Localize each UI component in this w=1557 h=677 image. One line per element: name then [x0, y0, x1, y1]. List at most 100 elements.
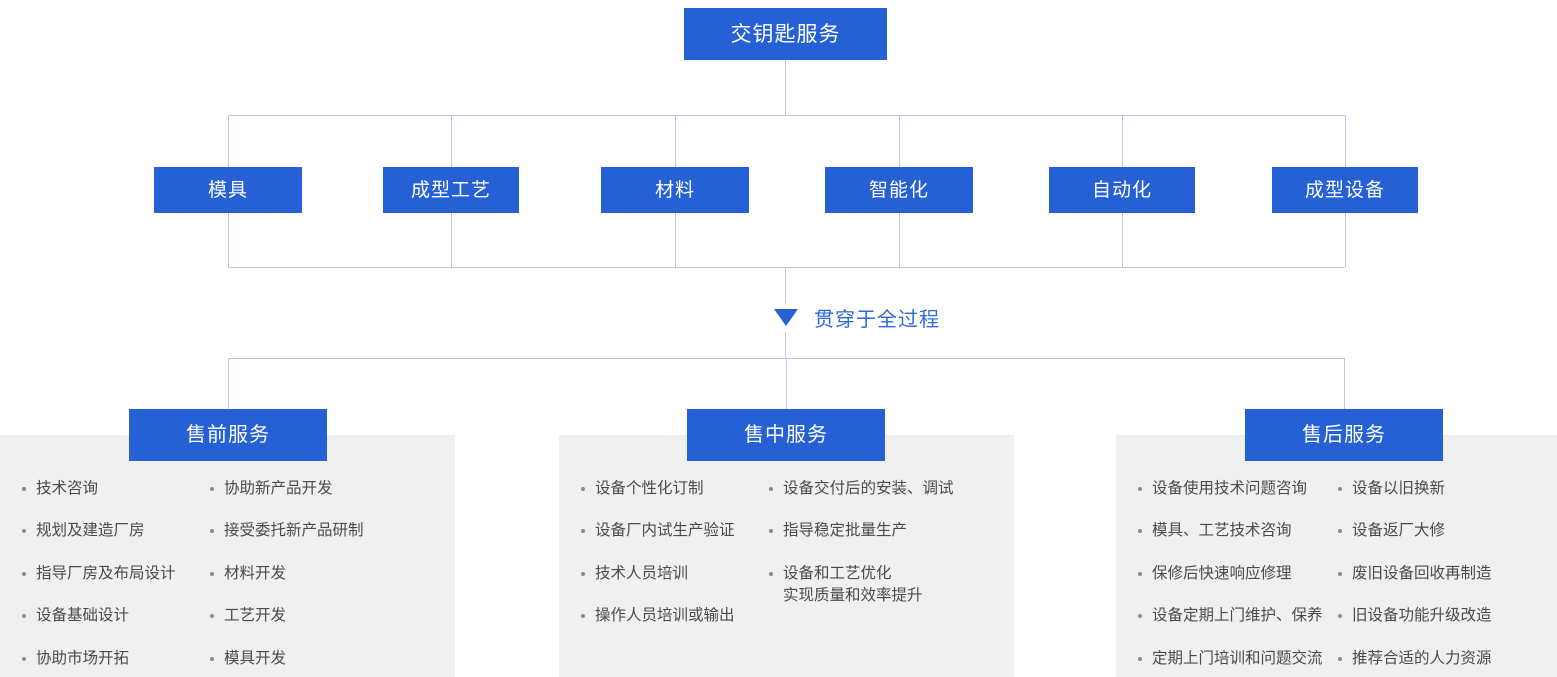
bullet-dot-icon [581, 571, 585, 576]
list-item-label: 设备定期上门维护、保养 [1152, 607, 1323, 625]
list-item-label: 协助新产品开发 [224, 480, 333, 497]
list-item-label: 指导稳定批量生产 [783, 522, 908, 540]
list-item-label: 技术人员培训 [595, 564, 689, 582]
list-item: 模具开发 [210, 648, 430, 670]
bullet-column-1: 技术咨询规划及建造厂房指导厂房及布局设计设备基础设计协助市场开拓 [0, 478, 210, 677]
service-connector-3 [1344, 358, 1345, 409]
list-item: 接受委托新产品研制 [210, 520, 430, 542]
list-item: 设备使用技术问题咨询 [1138, 478, 1338, 500]
list-item: 技术人员培训 [581, 563, 769, 585]
list-item-label: 旧设备功能升级改造 [1352, 607, 1492, 625]
list-item-label: 工艺开发 [224, 607, 287, 625]
list-item-label: 操作人员培训或输出 [595, 607, 735, 625]
service-header-after-sales[interactable]: 售后服务 [1245, 409, 1443, 461]
service-panel-after-sales: 设备使用技术问题咨询模具、工艺技术咨询保修后快速响应修理设备定期上门维护、保养定… [1116, 435, 1557, 677]
bottom-bus [228, 267, 1345, 268]
category-box-label: 智能化 [868, 179, 929, 201]
list-item-label: 设备以旧换新 [1352, 480, 1446, 497]
flow-note-label: 贯穿于全过程 [814, 309, 940, 331]
bullet-dot-icon [210, 529, 214, 534]
category-box-label: 模具 [207, 179, 248, 201]
list-item-label: 技术咨询 [36, 480, 99, 497]
list-item-label: 接受委托新产品研制 [224, 522, 364, 540]
list-item: 技术咨询 [22, 478, 210, 500]
list-item: 工艺开发 [210, 605, 430, 627]
list-item-label: 材料开发 [224, 564, 287, 582]
list-item: 推荐合适的人力资源 [1338, 648, 1538, 670]
list-item: 指导稳定批量生产 [769, 520, 989, 542]
root-stem [785, 60, 786, 115]
category-box-2[interactable]: 成型工艺 [383, 167, 519, 213]
list-item-label: 指导厂房及布局设计 [36, 564, 176, 582]
list-item-label: 设备厂内试生产验证 [595, 522, 735, 540]
list-item: 设备返厂大修 [1338, 520, 1538, 542]
bullet-dot-icon [769, 529, 773, 534]
bullet-dot-icon [581, 529, 585, 534]
list-item: 设备以旧换新 [1338, 478, 1538, 500]
service-connector-1 [228, 358, 229, 409]
list-item-line-1: 设备和工艺优化 [783, 564, 892, 582]
mid-stem-lower [785, 322, 786, 358]
category-box-5[interactable]: 自动化 [1049, 167, 1195, 213]
list-item: 操作人员培训或输出 [581, 605, 769, 627]
bullet-dot-icon [22, 571, 26, 576]
list-item: 废旧设备回收再制造 [1338, 563, 1538, 585]
list-item-label: 设备返厂大修 [1352, 522, 1446, 540]
mid-stem-upper [785, 267, 786, 303]
bullet-dot-icon [22, 614, 26, 619]
list-item: 材料开发 [210, 563, 430, 585]
service-header-label: 售中服务 [744, 424, 828, 446]
list-item-label: 模具、工艺技术咨询 [1152, 522, 1292, 540]
list-item: 设备和工艺优化实现质量和效率提升 [769, 563, 989, 608]
bullet-column-2: 协助新产品开发接受委托新产品研制材料开发工艺开发模具开发 [210, 478, 430, 677]
list-item: 规划及建造厂房 [22, 520, 210, 542]
bullet-dot-icon [1138, 614, 1142, 619]
category-box-label: 成型设备 [1304, 179, 1385, 201]
list-item-label: 定期上门培训和问题交流 [1152, 649, 1323, 667]
list-item-label: 模具开发 [224, 649, 287, 667]
category-box-label: 成型工艺 [410, 179, 491, 201]
bullet-dot-icon [22, 529, 26, 534]
list-item: 设备基础设计 [22, 605, 210, 627]
service-header-label: 售后服务 [1302, 424, 1386, 446]
list-item-label: 废旧设备回收再制造 [1352, 564, 1492, 582]
list-item-label: 设备和工艺优化实现质量和效率提升 [783, 563, 923, 608]
list-item: 旧设备功能升级改造 [1338, 605, 1538, 627]
list-item-label: 设备个性化订制 [595, 480, 704, 497]
bullet-column-2: 设备交付后的安装、调试指导稳定批量生产设备和工艺优化实现质量和效率提升 [769, 478, 989, 648]
list-item: 指导厂房及布局设计 [22, 563, 210, 585]
bullet-column-1: 设备个性化订制设备厂内试生产验证技术人员培训操作人员培训或输出 [559, 478, 769, 648]
service-header-during-sales[interactable]: 售中服务 [687, 409, 885, 461]
bullet-dot-icon [1138, 487, 1142, 491]
list-item-label: 协助市场开拓 [36, 649, 130, 667]
top-bus [228, 115, 1345, 116]
service-panel-during-sales: 设备个性化订制设备厂内试生产验证技术人员培训操作人员培训或输出设备交付后的安装、… [559, 435, 1014, 677]
category-box-4[interactable]: 智能化 [825, 167, 973, 213]
flow-note: 贯穿于全过程 [770, 303, 944, 332]
bullet-dot-icon [1338, 656, 1342, 661]
bullet-dot-icon [22, 487, 26, 491]
root-node-label: 交钥匙服务 [730, 22, 841, 46]
list-item-label: 设备基础设计 [36, 607, 130, 625]
category-box-3[interactable]: 材料 [601, 167, 749, 213]
list-item-label: 推荐合适的人力资源 [1352, 649, 1492, 667]
bullet-dot-icon [769, 487, 773, 491]
category-box-1[interactable]: 模具 [154, 167, 302, 213]
bullet-dot-icon [1338, 614, 1342, 619]
category-box-6[interactable]: 成型设备 [1272, 167, 1418, 213]
triangle-down-icon [774, 309, 798, 326]
service-header-pre-sales[interactable]: 售前服务 [129, 409, 327, 461]
list-item-label: 设备使用技术问题咨询 [1152, 480, 1308, 497]
root-node-turnkey-service[interactable]: 交钥匙服务 [684, 8, 887, 60]
service-panel-pre-sales: 技术咨询规划及建造厂房指导厂房及布局设计设备基础设计协助市场开拓协助新产品开发接… [0, 435, 455, 677]
bullet-column-1: 设备使用技术问题咨询模具、工艺技术咨询保修后快速响应修理设备定期上门维护、保养定… [1116, 478, 1338, 677]
bullet-dot-icon [1138, 656, 1142, 661]
bullet-dot-icon [1138, 571, 1142, 576]
bullet-dot-icon [210, 614, 214, 619]
bullet-dot-icon [22, 656, 26, 661]
list-item: 保修后快速响应修理 [1138, 563, 1338, 585]
bullet-dot-icon [210, 656, 214, 661]
bullet-column-2: 设备以旧换新设备返厂大修废旧设备回收再制造旧设备功能升级改造推荐合适的人力资源 [1338, 478, 1538, 677]
bullet-dot-icon [1338, 571, 1342, 576]
bullet-dot-icon [581, 614, 585, 619]
